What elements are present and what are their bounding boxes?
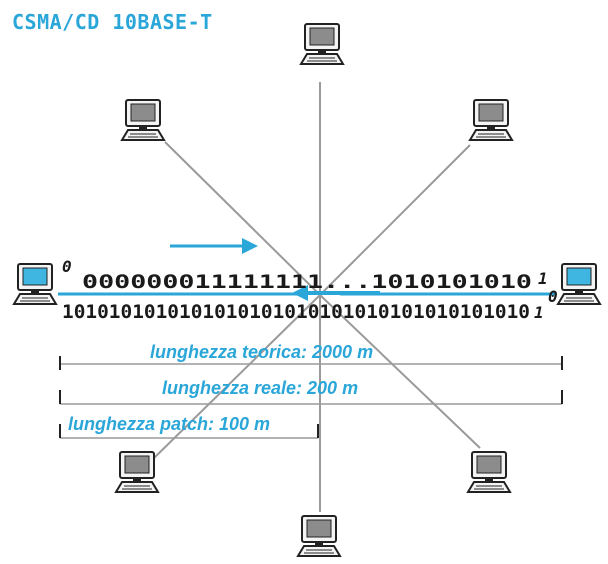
bit-stream-top: 000000011111111...1010101010 [82,271,532,293]
computer-icon [467,451,511,493]
cables [151,82,481,512]
label-theoretical-length: lunghezza teorica: 2000 m [150,342,373,362]
computer-icon [300,23,344,65]
end-marker-top: 1 [538,269,548,288]
computer-icon [557,263,601,305]
computer-icon [469,99,513,141]
cable-bottom-right [319,294,481,449]
cable-top-right [319,144,471,296]
start-marker: 0 [62,257,72,276]
arrow-collision [292,285,380,301]
computer-icon [297,515,341,557]
end-marker-bottom: 1 [534,303,544,322]
computer-icon [13,263,57,305]
arrow-right [170,238,258,254]
measure-patch [59,424,319,439]
cable-bottom-left [151,294,321,461]
bit-stream-bottom: 1010101010101010101010101010101010101010 [62,301,530,323]
computer-icon [115,451,159,493]
cable-top-left [164,141,321,296]
right-marker: 0 [548,287,558,306]
measure-real [59,390,563,405]
label-patch-length: lunghezza patch: 100 m [68,414,270,434]
computer-icon [121,99,165,141]
diagram-title: CSMA/CD 10BASE-T [12,10,213,34]
measure-theoretical [59,356,563,370]
label-real-length: lunghezza reale: 200 m [162,378,358,398]
